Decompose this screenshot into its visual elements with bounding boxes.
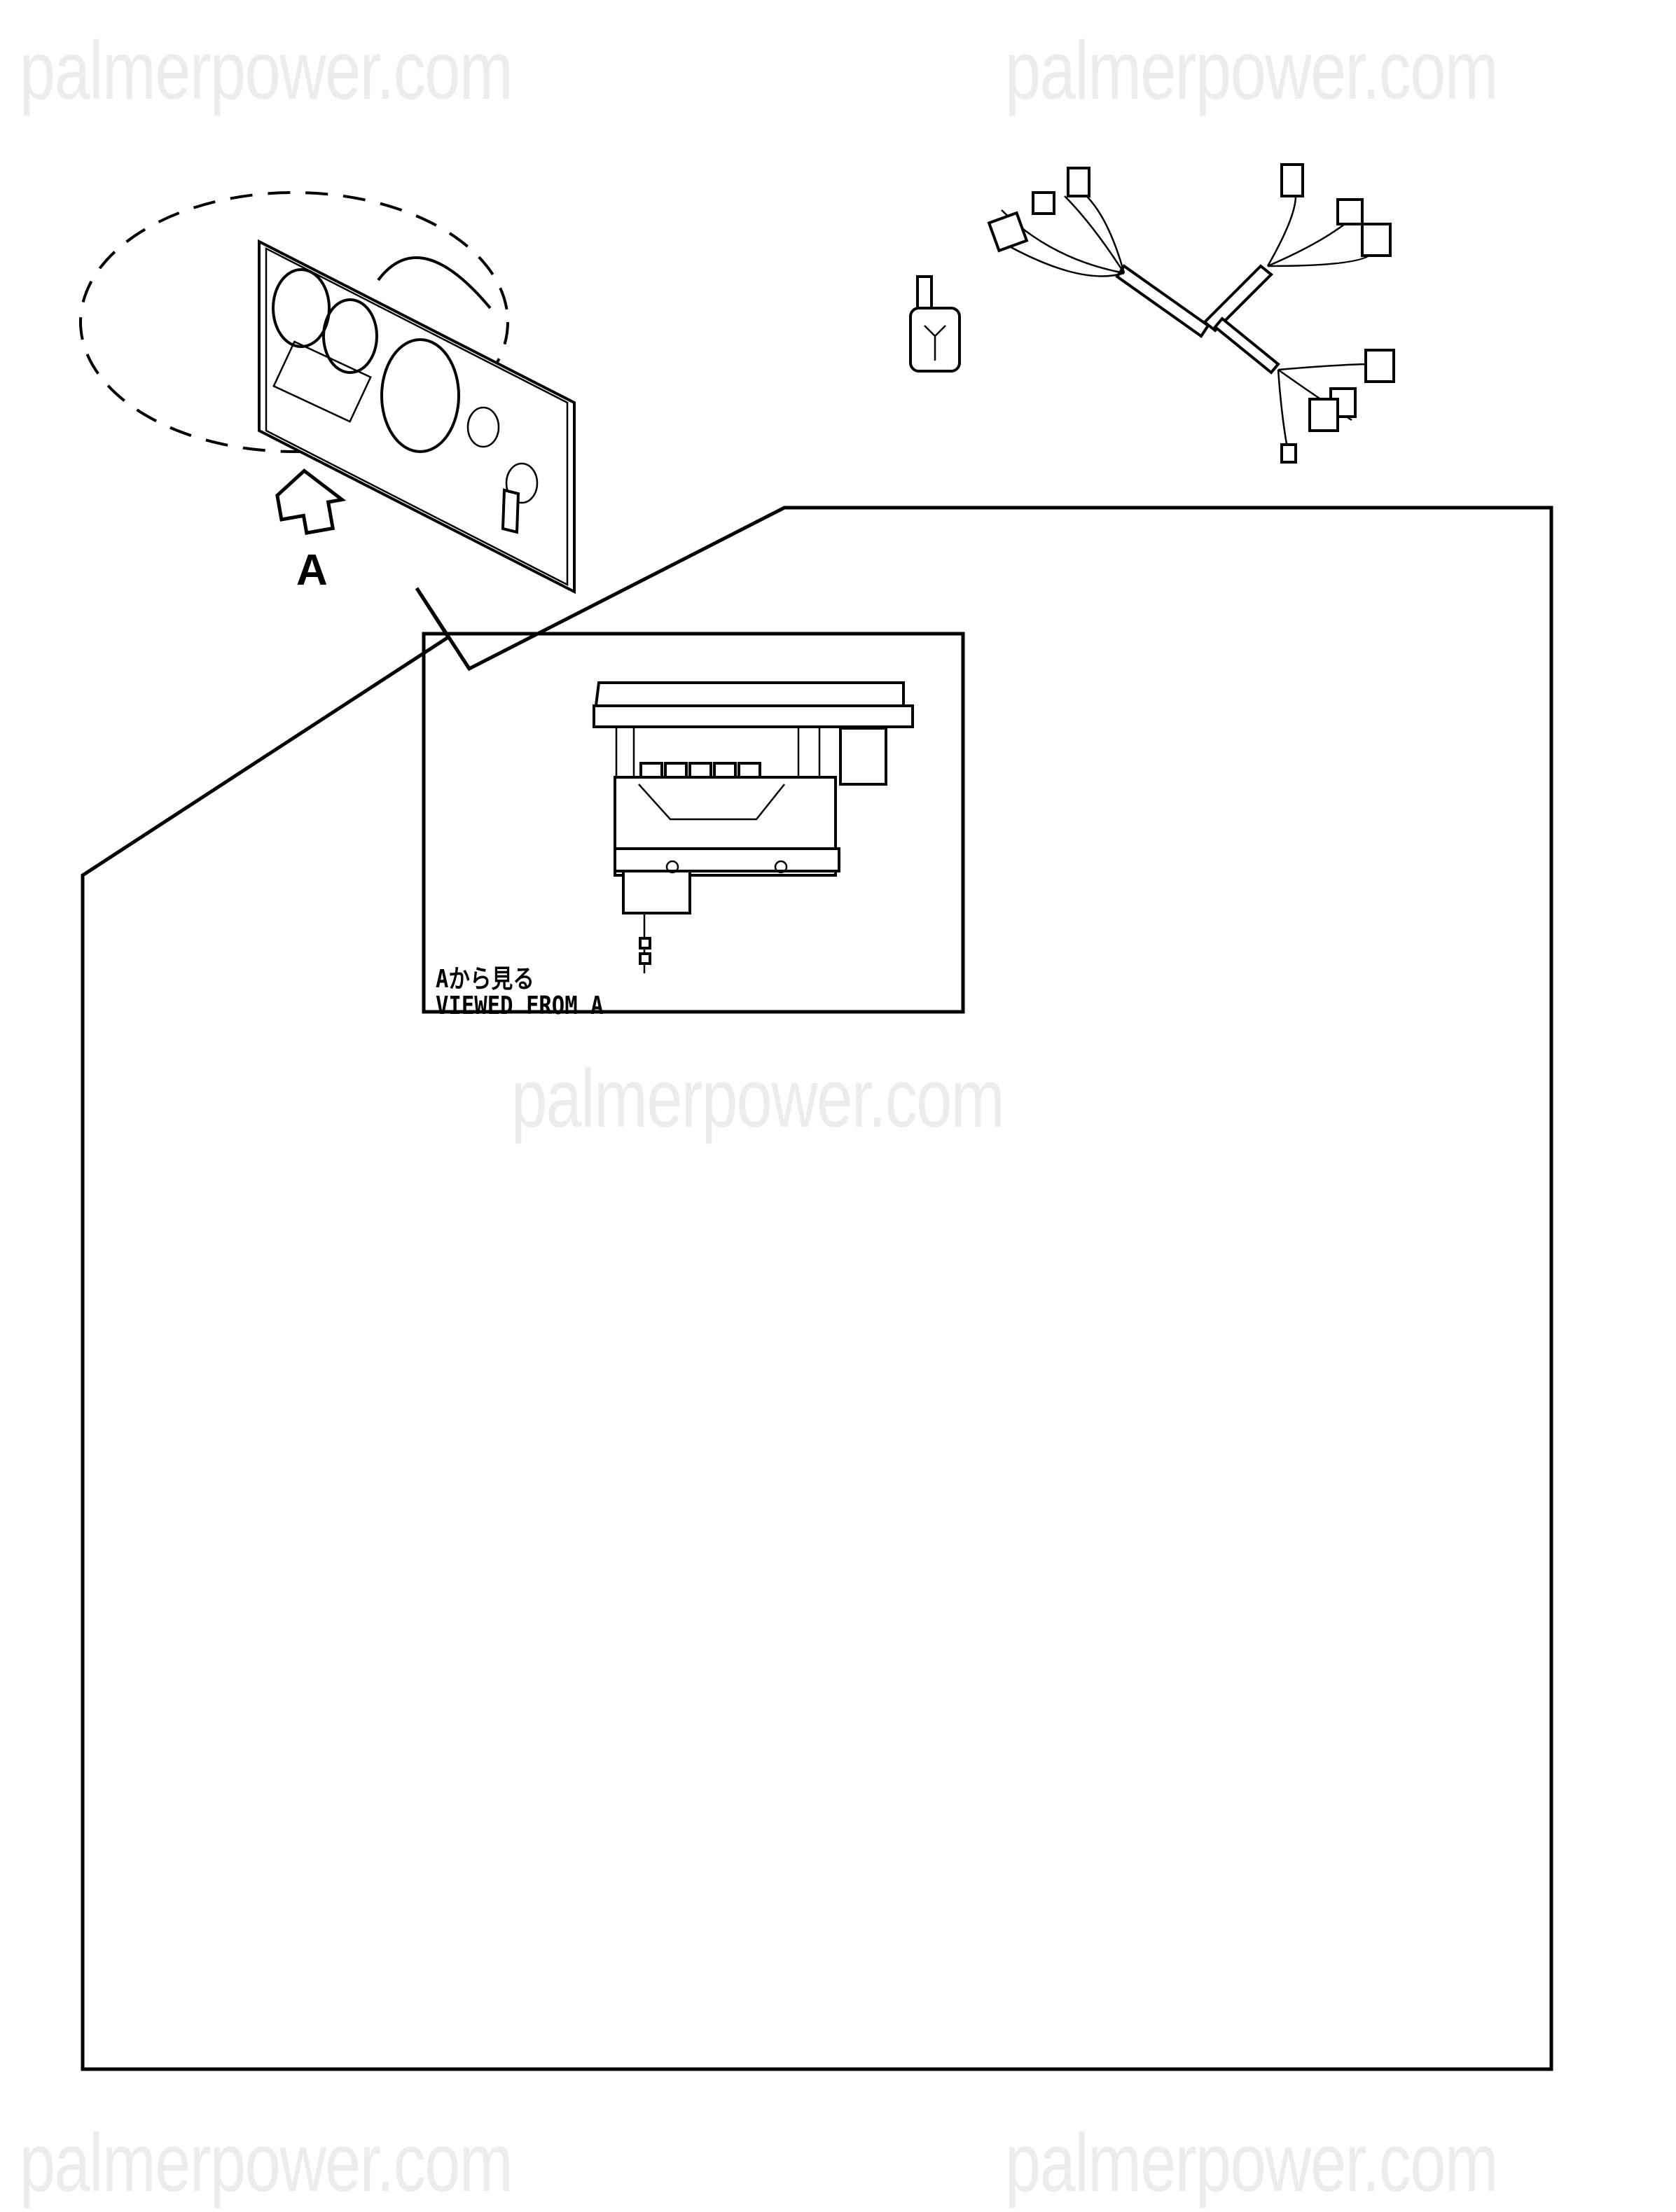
view-arrow-label: A (296, 546, 328, 594)
watermark-bottom-left: palmerpower.com (20, 2117, 513, 2209)
relay (909, 275, 961, 373)
main-detail-frame (81, 506, 1553, 2071)
inset-caption: Aから見る VIEWED FROM A (436, 966, 604, 1020)
instrument-panel-assembly (79, 191, 576, 594)
wire-harness-upper (987, 163, 1395, 464)
watermark-center: palmerpower.com (511, 1052, 1005, 1145)
inset-drawing (593, 681, 914, 973)
inset-caption-jp: Aから見る (436, 965, 534, 994)
inset-frame (422, 632, 965, 1014)
inset-caption-en: VIEWED FROM A (436, 992, 604, 1020)
watermark-top-right: palmerpower.com (1005, 25, 1499, 117)
frame-leader (415, 587, 471, 670)
watermark-bottom-right: palmerpower.com (1005, 2117, 1499, 2209)
detail-circle-dashed (79, 191, 509, 453)
watermark-top-left: palmerpower.com (20, 25, 513, 117)
view-arrow-a (275, 468, 347, 535)
